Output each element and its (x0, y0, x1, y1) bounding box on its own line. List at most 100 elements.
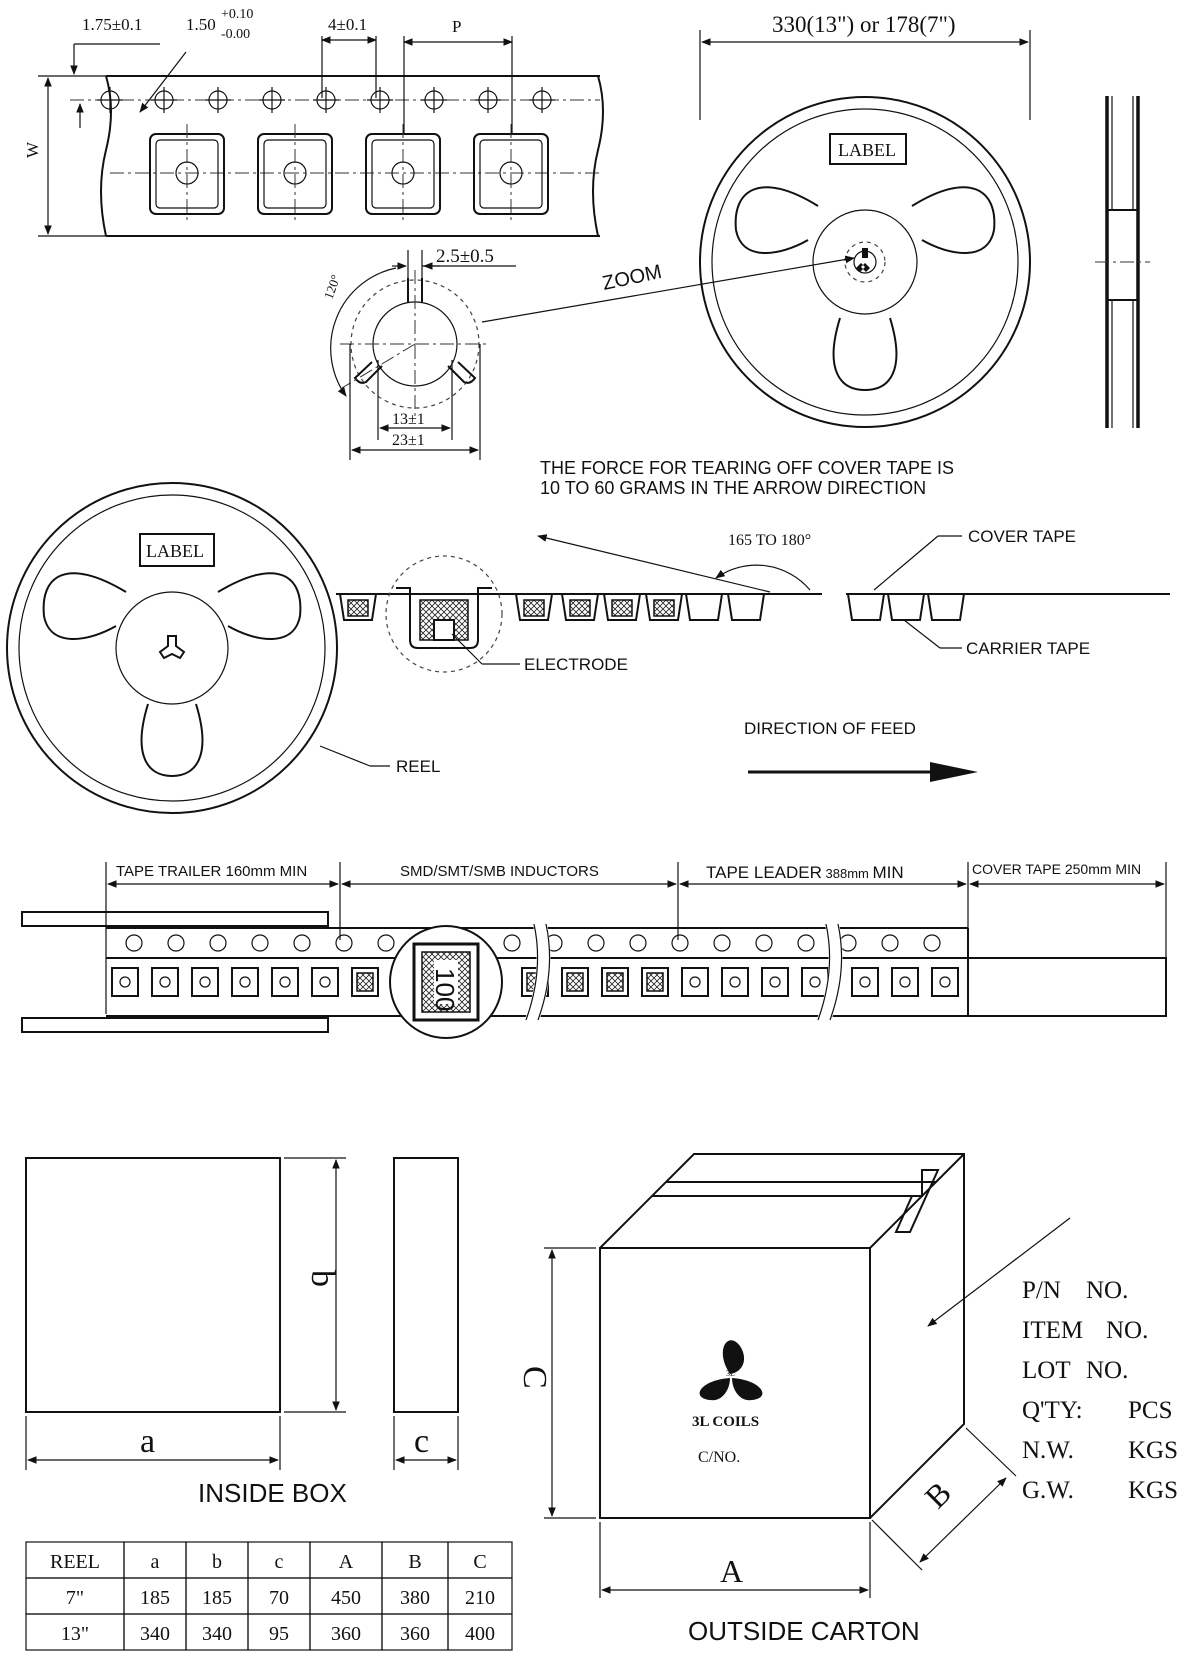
cover-tape-callout: COVER TAPE (968, 527, 1076, 546)
layout-component (606, 972, 624, 992)
part-marking: 100 (430, 968, 460, 1011)
carton-field-label: P/N (1022, 1277, 1061, 1304)
layout-hole (503, 934, 521, 952)
table-value: 400 (465, 1623, 495, 1645)
components-label: SMD/SMT/SMB INDUCTORS (400, 863, 599, 880)
layout-pocket (351, 967, 379, 997)
layout-pocket (801, 967, 829, 997)
carrier-tape-section: 1.75±0.1 1.50 +0.10 -0.00 4±0.1 P W (23, 7, 604, 237)
layout-pocket-hole (859, 976, 871, 988)
table-value: 210 (465, 1587, 495, 1609)
table-cell (447, 1613, 513, 1651)
layout-hole (251, 934, 269, 952)
carrier-pocket (339, 593, 377, 621)
carrier-pocket (847, 593, 885, 621)
carton-field-value: NO. (1086, 1277, 1128, 1304)
layout-pocket (311, 967, 339, 997)
layout-pocket (761, 967, 789, 997)
leader-label: TAPE LEADER 388mm MIN (706, 863, 904, 882)
cover-length-label: COVER TAPE 250mm MIN (972, 861, 1141, 877)
table-header: A (339, 1551, 354, 1573)
carton-field-label: G.W. (1022, 1477, 1074, 1504)
layout-pockets (111, 967, 959, 997)
carrier-pocket (685, 593, 723, 621)
dim-a: a (140, 1423, 155, 1460)
carrier-pocket (561, 593, 599, 621)
layout-pocket (851, 967, 879, 997)
outside-carton-caption: OUTSIDE CARTON (688, 1616, 920, 1646)
table-value: 340 (202, 1623, 232, 1645)
carton-field-value: KGS (1128, 1437, 1178, 1464)
layout-hole (923, 934, 941, 952)
table-value: 185 (140, 1587, 170, 1609)
hub-angle: 120° (321, 273, 344, 301)
layout-pocket-hole (809, 976, 821, 988)
layout-hole (839, 934, 857, 952)
carton-field-label: ITEM (1022, 1317, 1083, 1344)
layout-pocket-hole (199, 976, 211, 988)
layout-pocket (111, 967, 139, 997)
hub-zoom-detail: 120° 2.5±0.5 13±1 23±1 ZOOM (321, 246, 855, 460)
dim-A: A (720, 1553, 743, 1589)
layout-pocket-hole (939, 976, 951, 988)
layout-hole (629, 934, 647, 952)
layout-pocket-hole (729, 976, 741, 988)
layout-component (646, 972, 664, 992)
table-value: 185 (202, 1587, 232, 1609)
hub-outer-dim: 23±1 (392, 432, 425, 449)
hub-slot-width: 2.5±0.5 (436, 246, 494, 267)
carton-field-value: KGS (1128, 1477, 1178, 1504)
layout-hole (335, 934, 353, 952)
dim-hole-tol-plus: +0.10 (221, 7, 253, 22)
table-header: c (275, 1551, 284, 1573)
carton-field-label: N.W. (1022, 1437, 1074, 1464)
dim-C: C (516, 1366, 553, 1389)
dim-B: B (917, 1474, 958, 1515)
tear-off-section: THE FORCE FOR TEARING OFF COVER TAPE IS … (6, 458, 1170, 814)
layout-pocket (721, 967, 749, 997)
reel-side-view (1095, 96, 1150, 428)
layout-hole (587, 934, 605, 952)
carrier-pocket (515, 593, 553, 621)
pocket-component (653, 599, 675, 617)
brand-small: 3L (726, 1369, 735, 1378)
dim-b: b (304, 1270, 341, 1287)
layout-pocket (601, 967, 629, 997)
carrier-tape-callout: CARRIER TAPE (966, 639, 1090, 658)
layout-sprocket-holes (125, 934, 941, 952)
table-header: a (151, 1551, 160, 1573)
table-value: 95 (269, 1623, 289, 1645)
table-header: REEL (50, 1551, 100, 1573)
layout-pocket (151, 967, 179, 997)
big-reel-label: LABEL (146, 541, 204, 561)
pocket-component (569, 599, 591, 617)
carrier-pocket (603, 593, 641, 621)
layout-pocket-hole (119, 976, 131, 988)
layout-hole (671, 934, 689, 952)
layout-hole (125, 934, 143, 952)
dim-width: W (23, 141, 42, 158)
dim-hole-diameter: 1.50 (186, 15, 216, 34)
inside-box-section: a b c INSIDE BOX (25, 1157, 459, 1508)
electrode-callout: ELECTRODE (524, 655, 628, 674)
table-value: 380 (400, 1587, 430, 1609)
layout-hole (293, 934, 311, 952)
table-header: B (408, 1551, 421, 1573)
layout-pocket-hole (689, 976, 701, 988)
layout-hole (755, 934, 773, 952)
layout-pocket (681, 967, 709, 997)
carrier-pocket (927, 593, 965, 621)
peel-angle: 165 TO 180° (728, 532, 811, 549)
pocket-component (611, 599, 633, 617)
layout-pocket (271, 967, 299, 997)
table-header: C (473, 1551, 486, 1573)
layout-hole (797, 934, 815, 952)
table-value: 340 (140, 1623, 170, 1645)
reel-label: LABEL (838, 140, 896, 160)
hub-inner-dim: 13±1 (392, 411, 425, 428)
table-header: b (212, 1551, 222, 1573)
tear-note-line2: 10 TO 60 GRAMS IN THE ARROW DIRECTION (540, 478, 926, 498)
layout-pocket (231, 967, 259, 997)
